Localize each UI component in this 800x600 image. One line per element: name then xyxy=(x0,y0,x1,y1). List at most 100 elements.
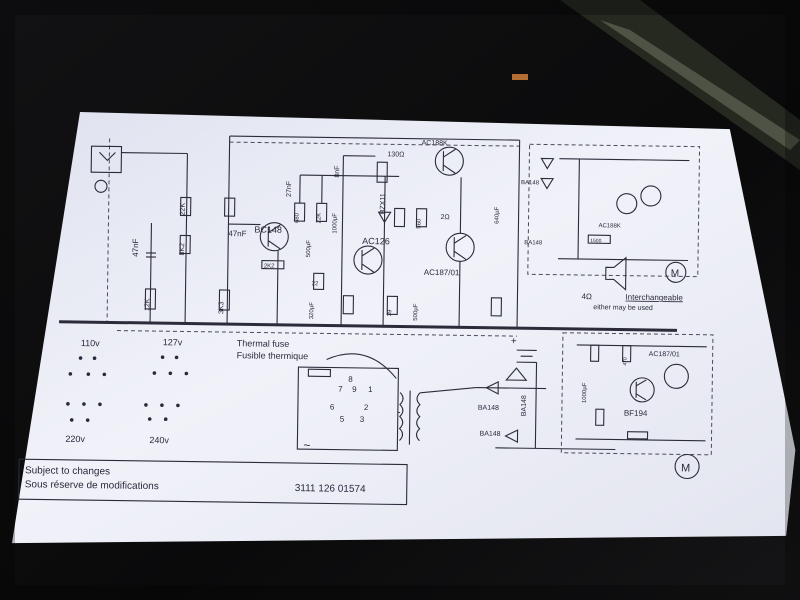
label-c320: 320µF xyxy=(309,302,315,320)
label-sw2: 2 xyxy=(364,403,369,412)
label-sw1: 1 xyxy=(368,385,373,394)
label-1500: 1500 xyxy=(590,238,601,244)
transformer xyxy=(398,390,421,445)
label-plus: + xyxy=(511,336,517,347)
orange-glint xyxy=(512,74,528,80)
label-ba148-e: BA148 xyxy=(479,431,500,438)
resistor-2k2-c xyxy=(490,297,503,317)
label-22: 22 xyxy=(312,281,319,287)
label-22k-mid: 22K xyxy=(316,213,322,224)
diode-ba148-a xyxy=(540,157,555,170)
selector-arrow xyxy=(326,353,397,379)
thermal-fuse xyxy=(307,368,331,378)
label-thermal-fuse: Thermal fuse xyxy=(237,338,290,349)
diode-ba148-b xyxy=(540,177,555,190)
transistor-ac126 xyxy=(353,245,383,275)
label-sw7: 7 xyxy=(338,385,343,394)
label-bc148: BC148 xyxy=(254,224,282,234)
sub-circuit-box xyxy=(527,143,701,278)
lower-right-box xyxy=(560,332,714,456)
label-bzx11: BZX11 xyxy=(380,193,387,214)
label-motor-bottom: M xyxy=(681,462,690,474)
transistor-bf194 xyxy=(629,377,655,403)
label-sw8: 8 xyxy=(348,375,353,384)
resistor-22 xyxy=(312,272,325,290)
motor-top xyxy=(665,261,687,283)
label-sw9: 9 xyxy=(352,385,357,394)
label-2k2: 2K2 xyxy=(264,264,275,270)
label-2ohm: 2Ω xyxy=(441,214,450,221)
resistor-12k-b xyxy=(342,295,355,315)
schematic-sheet: 47nF 22K 8K2 12K BC148 47nF 2K2 3K3 27nF… xyxy=(11,112,796,544)
svg-text:127v: 127v xyxy=(163,337,183,347)
footer-code: 3111 126 01574 xyxy=(295,483,366,495)
label-ba148-a: BA148 xyxy=(521,180,540,186)
label-8nf: 8nF xyxy=(334,165,341,177)
label-sw5: 5 xyxy=(340,415,345,424)
resistor-3k3 xyxy=(218,289,231,311)
svg-text:220v: 220v xyxy=(65,434,85,444)
label-c640: 640µF xyxy=(494,206,500,224)
resistor-8k2 xyxy=(179,234,191,255)
transistor-ac188-b xyxy=(616,193,638,215)
label-680: 680 xyxy=(294,212,300,223)
motor-bottom xyxy=(674,453,700,480)
label-3k3: 3K3 xyxy=(218,301,225,314)
top-rail-2 xyxy=(229,141,520,147)
selector-110v: 110v xyxy=(68,338,107,377)
label-interchangeable: Interchangeable xyxy=(625,293,683,303)
voltage-selector-box xyxy=(296,366,400,452)
label-ba148-d: BA148 xyxy=(521,395,528,416)
label-ac-symbol: ~ xyxy=(303,438,310,452)
label-130: 130Ω xyxy=(387,151,404,158)
svg-text:240v: 240v xyxy=(149,435,169,445)
selector-127v: 127v xyxy=(152,337,189,376)
label-ac126: AC126 xyxy=(362,236,390,246)
vertical-box-right xyxy=(516,140,521,329)
resistor-2k2-b xyxy=(393,207,406,228)
diode-ba148-e xyxy=(504,429,519,444)
resistor-lower-h xyxy=(626,431,649,440)
transistor-bc148 xyxy=(259,222,289,252)
label-ac187-b: AC187/01 xyxy=(649,351,680,358)
label-fusible: Fusible thermique xyxy=(237,350,309,361)
label-bf194: BF194 xyxy=(624,409,648,418)
top-rail xyxy=(229,135,520,141)
background-highlight xyxy=(600,20,800,150)
footer-box xyxy=(18,458,408,506)
footer-subject: Subject to changes xyxy=(25,465,110,477)
label-47nf-mid: 47nF xyxy=(228,229,246,238)
transistor-ac188 xyxy=(434,146,464,176)
label-27nf: 27nF xyxy=(286,181,293,197)
vertical-box-left-2 xyxy=(226,136,231,325)
resistor-6k8 xyxy=(595,408,605,426)
label-ba148-b: BA148 xyxy=(524,240,543,246)
transistor-ac188-c xyxy=(640,185,662,207)
label-ac187: AC187/01 xyxy=(424,268,460,278)
selector-220v: 220v xyxy=(65,402,102,444)
diode-ba148-d xyxy=(505,367,528,381)
label-4ohm: 4Ω xyxy=(581,292,592,301)
speaker xyxy=(605,256,627,291)
label-47nf-left: 47nF xyxy=(131,238,140,256)
label-c500b: 500µF xyxy=(413,303,419,321)
label-ba148-c: BA148 xyxy=(478,405,499,412)
label-39: 39 xyxy=(387,309,393,316)
label-22k-left: 22K xyxy=(180,203,187,216)
vertical-box-left xyxy=(106,138,111,323)
label-sw6: 6 xyxy=(330,403,335,412)
label-12k: 12K xyxy=(144,298,151,311)
transistor-ac187-b xyxy=(663,363,689,389)
resistor-8k2-top xyxy=(224,197,236,217)
label-8k2: 8K2 xyxy=(179,243,186,256)
selector-240v: 240v xyxy=(144,403,180,445)
resistor-130 xyxy=(376,161,388,183)
footer-sous: Sous réserve de modifications xyxy=(25,479,159,492)
background-reflection xyxy=(560,0,800,170)
resistor-39 xyxy=(386,295,399,316)
resistor-560 xyxy=(415,208,428,228)
label-either-used: either may be used xyxy=(593,304,653,312)
resistor-1500 xyxy=(587,234,611,244)
svg-text:110v: 110v xyxy=(81,338,100,348)
